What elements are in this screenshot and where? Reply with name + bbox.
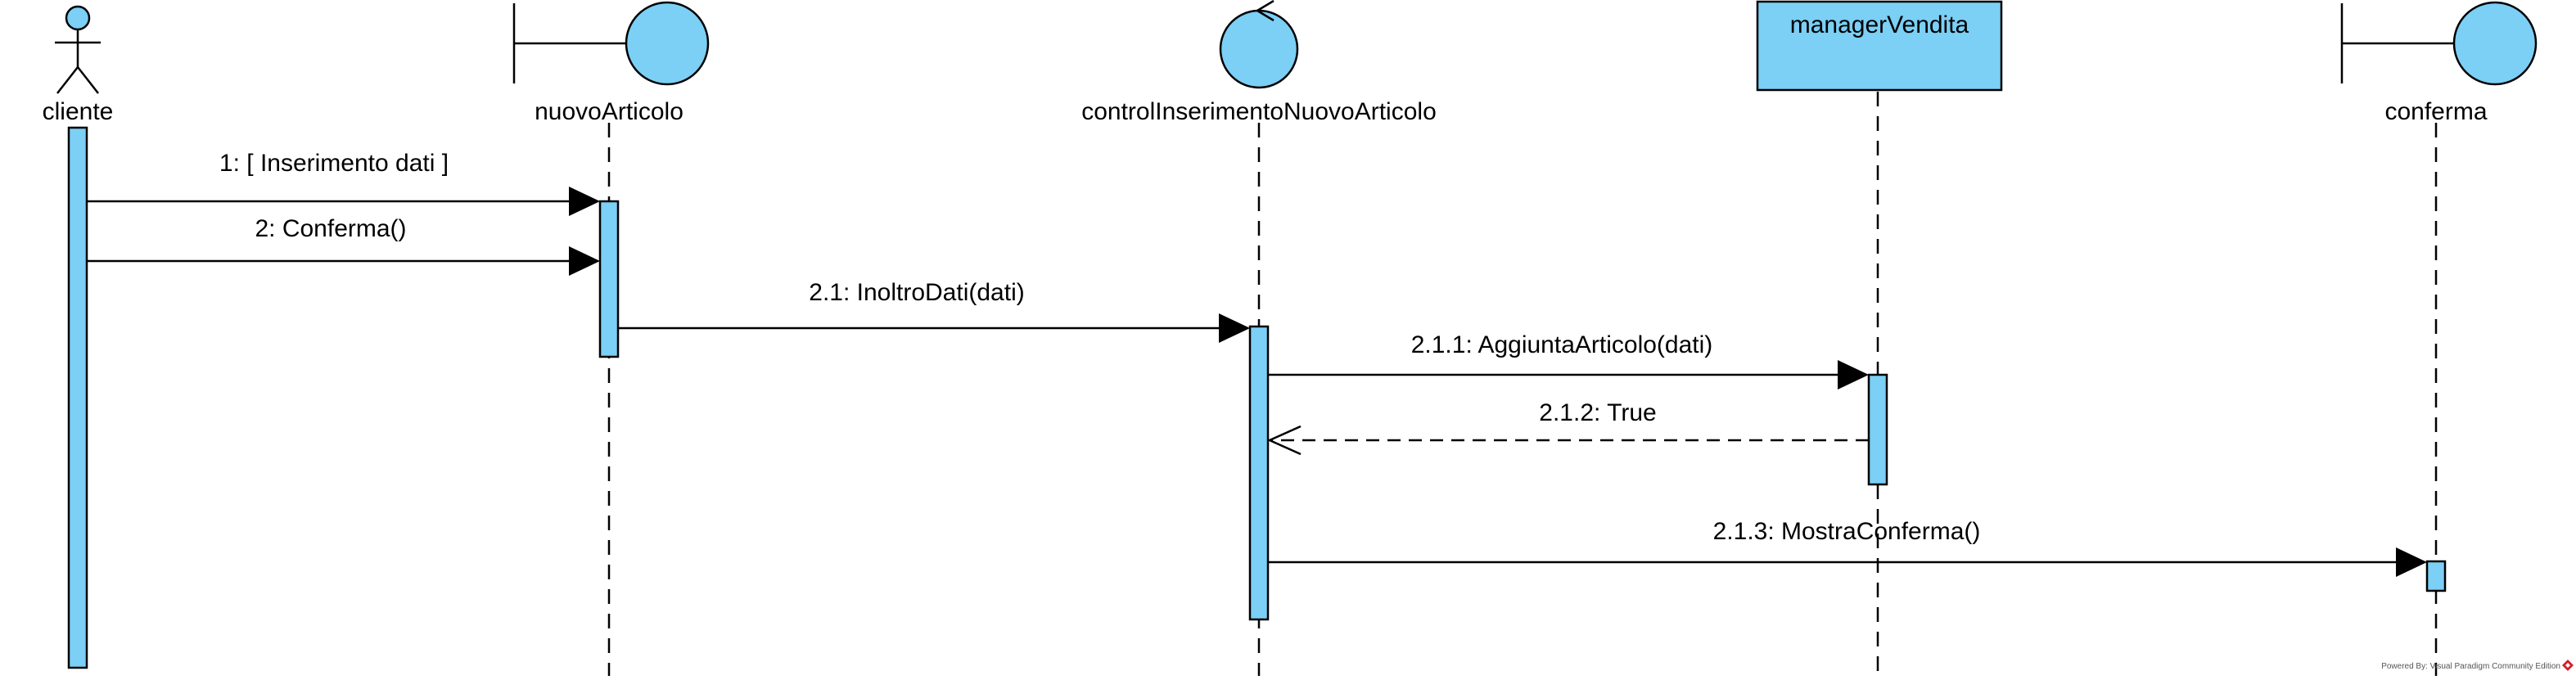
boundary-icon xyxy=(2340,1,2538,86)
filled-arrowhead xyxy=(1219,313,1250,343)
watermark: Powered By: Visual Paradigm Community Ed… xyxy=(2381,660,2574,671)
filled-arrowhead xyxy=(1838,360,1869,390)
activation-bar-controllo xyxy=(1248,325,1270,621)
filled-arrowhead xyxy=(569,246,600,276)
participant-controllo[interactable]: controlInserimentoNuovoArticolo xyxy=(1081,0,1437,125)
message-label: 2.1.2: True xyxy=(1539,399,1656,426)
message-2-1-3[interactable]: 2.1.3: MostraConferma() xyxy=(1268,518,2427,577)
participant-nuovo-articolo[interactable]: nuovoArticolo xyxy=(512,1,710,125)
participant-label-conferma: conferma xyxy=(2384,98,2487,125)
message-2-1[interactable]: 2.1: InoltroDati(dati) xyxy=(618,279,1250,343)
participant-label-manager-vendita: managerVendita xyxy=(1790,11,1969,38)
participant-manager-vendita[interactable]: managerVendita xyxy=(1756,0,2003,92)
message-label: 2.1.1: AggiuntaArticolo(dati) xyxy=(1411,331,1713,358)
filled-arrowhead xyxy=(2396,547,2427,577)
participant-label-cliente: cliente xyxy=(43,98,114,125)
participant-label-controllo: controlInserimentoNuovoArticolo xyxy=(1081,98,1437,125)
message-label: 2.1.3: MostraConferma() xyxy=(1713,518,1981,545)
message-2[interactable]: 2: Conferma() xyxy=(87,215,600,276)
message-2-1-2-return[interactable]: 2.1.2: True xyxy=(1266,399,1869,456)
participant-label-nuovo-articolo: nuovoArticolo xyxy=(535,98,683,125)
participant-conferma[interactable]: conferma xyxy=(2340,1,2538,125)
entity-box xyxy=(1756,0,2003,92)
watermark-text: Powered By: Visual Paradigm Community Ed… xyxy=(2381,662,2560,671)
filled-arrowhead xyxy=(569,187,600,216)
message-label: 2: Conferma() xyxy=(255,215,406,242)
control-icon xyxy=(1219,0,1299,89)
message-label: 2.1: InoltroDati(dati) xyxy=(809,279,1024,306)
activation-bar-cliente xyxy=(67,126,88,669)
activation-bar-conferma xyxy=(2425,560,2447,592)
activation-bar-manager-vendita xyxy=(1867,373,1888,486)
open-arrowhead xyxy=(1266,425,1302,456)
message-2-1-1[interactable]: 2.1.1: AggiuntaArticolo(dati) xyxy=(1268,331,1869,390)
message-label: 1: [ Inserimento dati ] xyxy=(219,150,449,177)
boundary-icon xyxy=(512,1,710,86)
activation-bar-nuovo-articolo xyxy=(598,200,620,358)
message-1[interactable]: 1: [ Inserimento dati ] xyxy=(87,150,600,216)
actor-icon xyxy=(55,5,101,94)
participant-cliente[interactable]: cliente xyxy=(43,5,114,125)
